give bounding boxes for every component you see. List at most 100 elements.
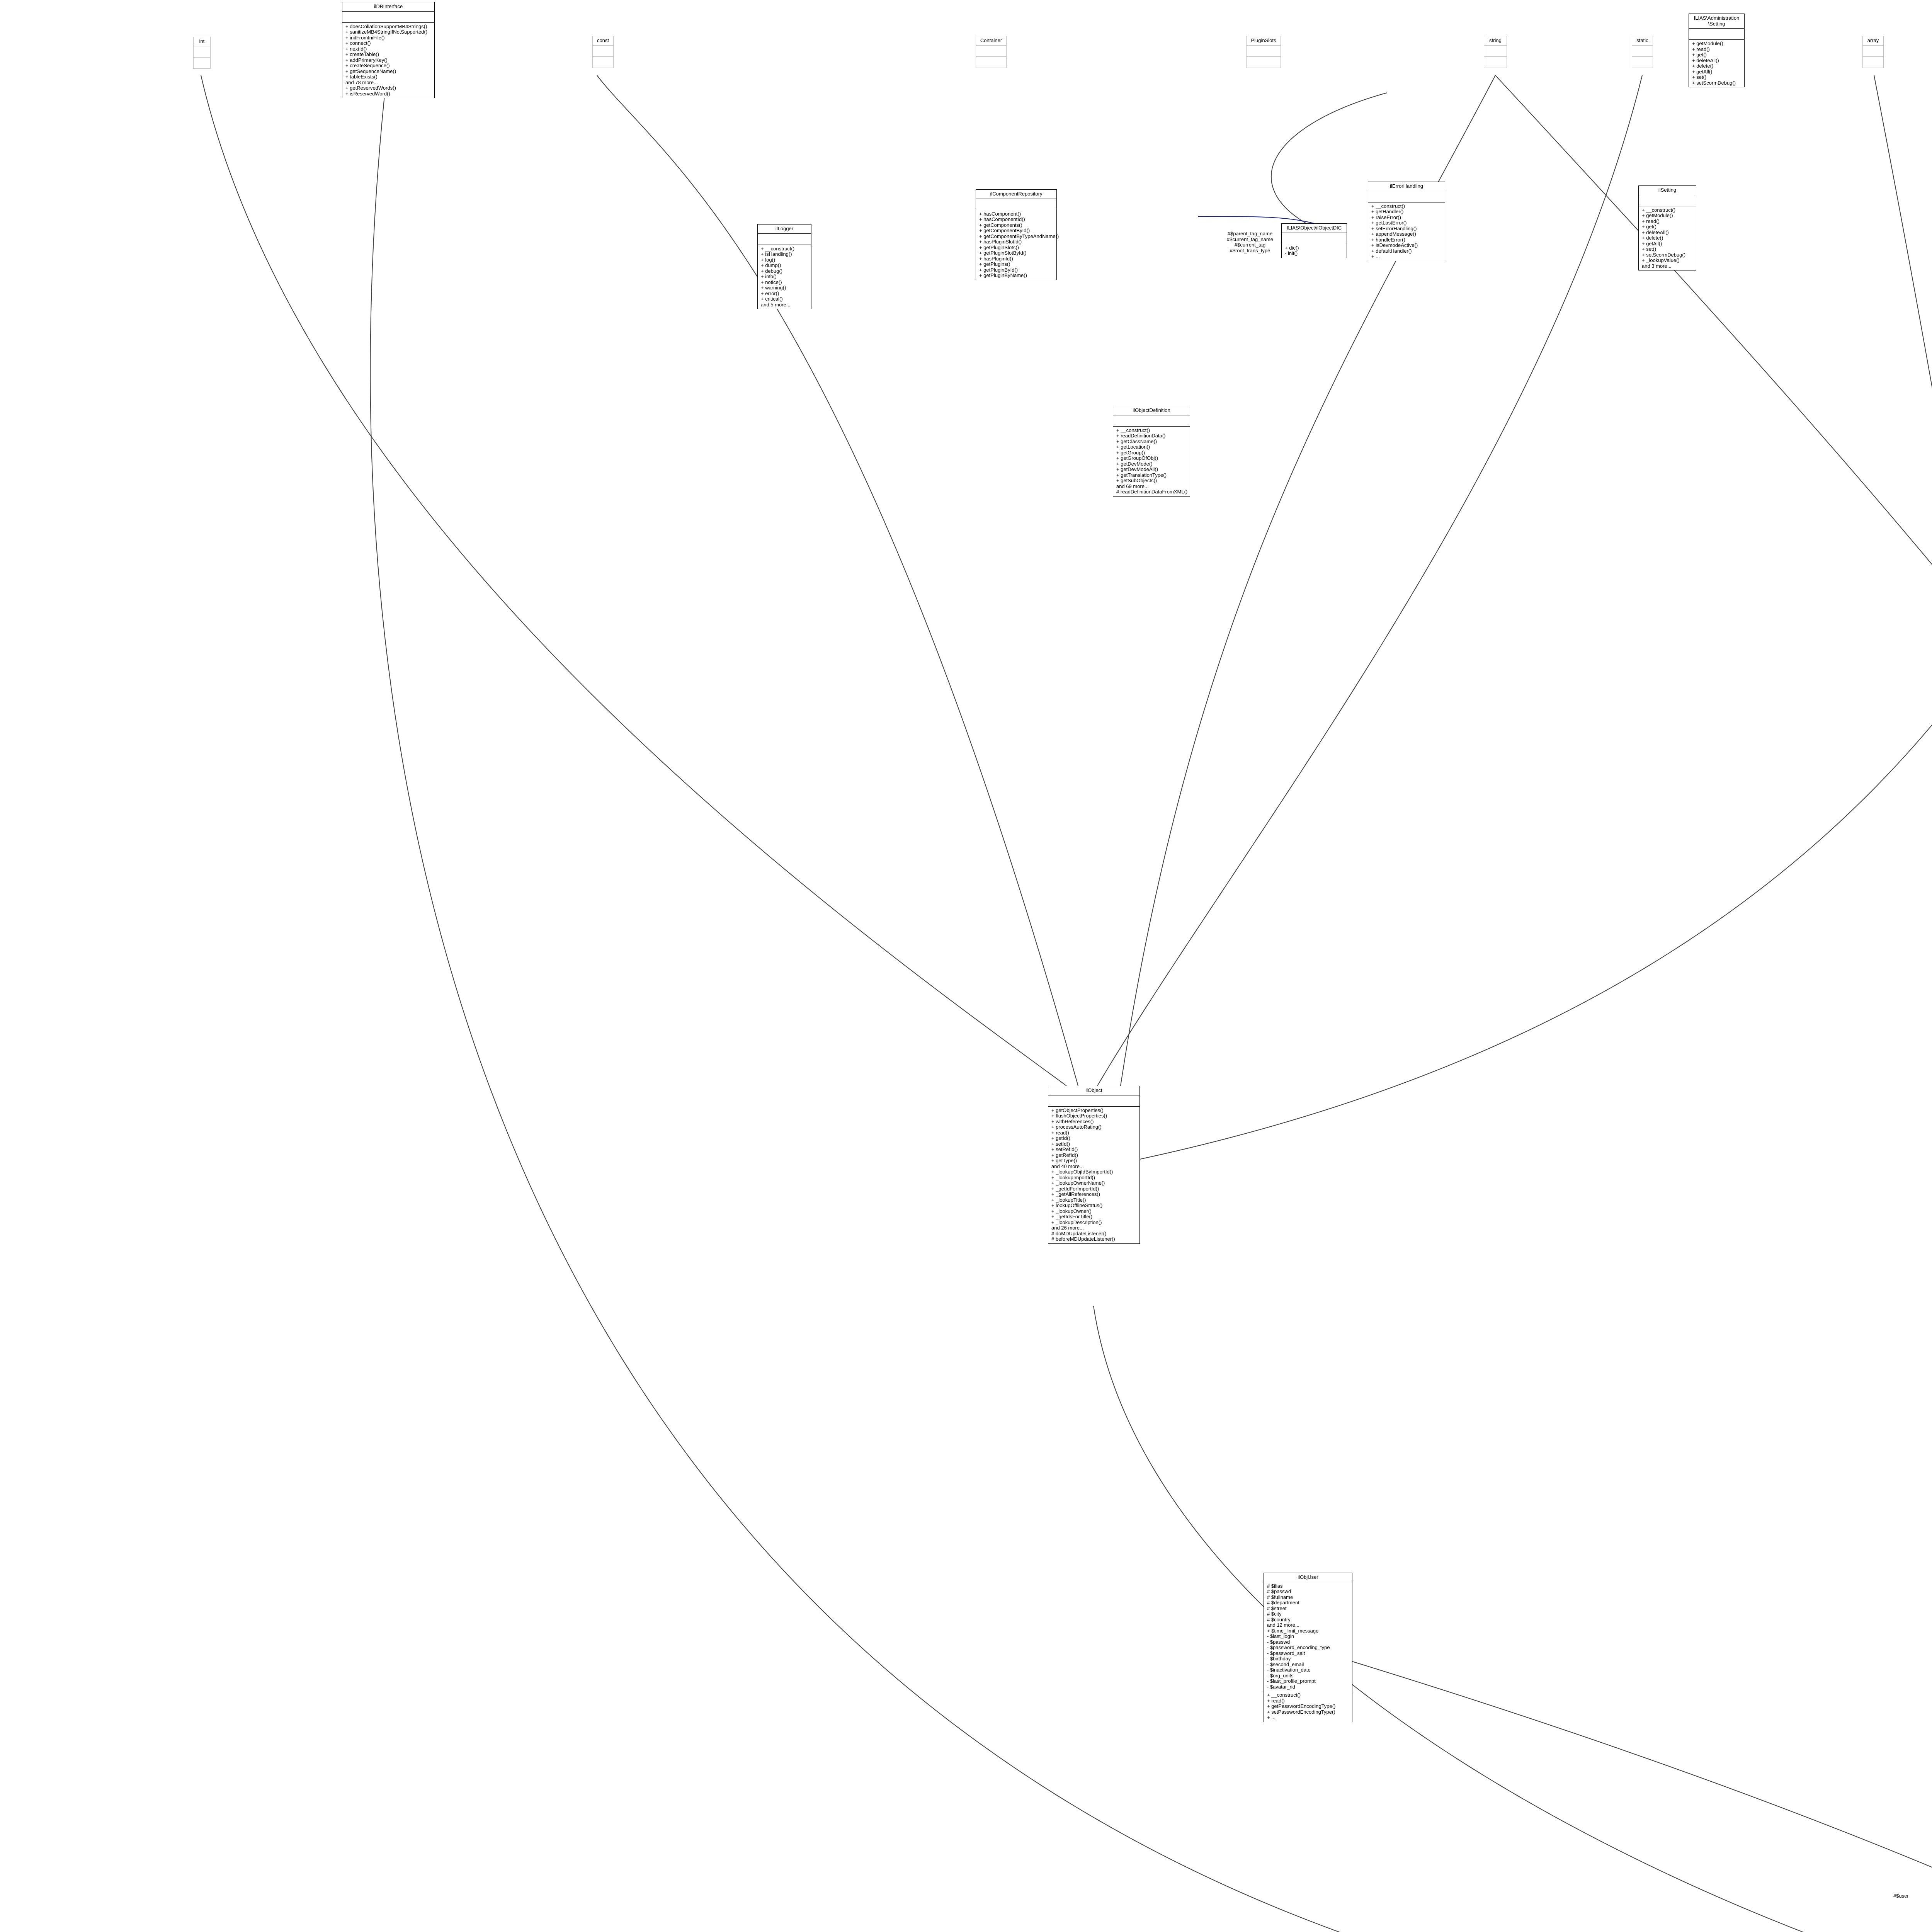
operation: + delete() [1692, 63, 1714, 69]
class-box[interactable]: ilObject+ getObjectProperties()+ flushOb… [1048, 1086, 1140, 1244]
operation: + getPluginByName() [979, 272, 1027, 278]
operation: + set() [1692, 74, 1707, 80]
class-operations: + __construct()+ readDefinitionData()+ g… [1113, 427, 1190, 496]
operation: + getClassName() [1116, 438, 1157, 444]
class-name: const [593, 36, 613, 46]
operation: + raiseError() [1371, 214, 1401, 220]
operation: + notice() [761, 279, 782, 285]
operation: + getId() [1051, 1135, 1070, 1141]
class-box[interactable]: ilObjectDefinition + __construct()+ readD… [1113, 406, 1190, 497]
attribute: - $second_email [1267, 1661, 1304, 1667]
class-box[interactable]: ilLogger+ __construct()+ isHandling()+ l… [757, 224, 811, 309]
operation: + getTranslationType() [1116, 472, 1167, 478]
class-attributes [1863, 46, 1883, 57]
operation: + debug() [761, 268, 783, 274]
operation: and 3 more... [1642, 263, 1672, 269]
operation: + nextId() [345, 46, 367, 52]
operation: + getType() [1051, 1158, 1077, 1163]
operation: + defaultHandler() [1371, 248, 1412, 254]
attribute: and 12 more... [1267, 1622, 1299, 1628]
operation: + getAll() [1642, 240, 1662, 247]
operation: + set() [1642, 246, 1656, 252]
operation: + dic() [1285, 245, 1299, 251]
operation: + isHandling() [761, 251, 792, 257]
class-box[interactable]: ilComponentRepository+ hasComponent()+ h… [976, 189, 1059, 280]
class-name: ilObjUser [1264, 1573, 1352, 1582]
operation: + sanitizeMB4StringIfNotSupported() [345, 29, 428, 35]
operation: + read() [1267, 1697, 1285, 1704]
class-name: ilSetting [1639, 186, 1696, 195]
class-name: ilObjectDefinition [1113, 406, 1190, 415]
operation: + delete() [1642, 235, 1663, 241]
operation: + _lookupOwner() [1051, 1208, 1092, 1214]
class-box[interactable]: ilErrorHandling+ __construct()+ getHandl… [1368, 182, 1445, 261]
class-name: Container [976, 36, 1006, 46]
operation: # doMDUpdateListener() [1051, 1230, 1107, 1236]
operation: + getRefId() [1051, 1152, 1078, 1158]
class-box[interactable]: ILIAS\Administration \Setting+ getModule… [1689, 14, 1745, 87]
operation: and 78 more... [345, 79, 378, 85]
operation: + _lookupTitle() [1051, 1197, 1086, 1203]
operation: + _getIdsForTitle() [1051, 1214, 1093, 1219]
operation: + read() [1642, 218, 1660, 224]
class-operations [1632, 57, 1653, 68]
operation: + info() [761, 274, 777, 279]
class-box[interactable]: const [592, 36, 614, 68]
operation: + processAutoRating() [1051, 1124, 1102, 1130]
operation: + hasPluginSlotId() [979, 239, 1022, 245]
class-name: int [194, 37, 210, 46]
operation: + getLastError() [1371, 220, 1407, 226]
operation: + setScormDebug() [1692, 80, 1736, 86]
class-box[interactable]: array [1862, 36, 1884, 68]
class-operations: + __construct()+ isHandling()+ log()+ du… [758, 245, 811, 309]
operation: + createTable() [345, 51, 379, 57]
edge-label: #$user [1893, 1893, 1909, 1899]
class-operations [194, 58, 210, 68]
class-attributes [1632, 46, 1653, 57]
attribute: - $avatar_rid [1267, 1684, 1295, 1690]
class-operations [1863, 57, 1883, 68]
operation: + isReservedWord() [345, 90, 390, 97]
operation: + get() [1642, 224, 1656, 230]
attribute: - $password_encoding_type [1267, 1645, 1330, 1650]
attribute: # $street [1267, 1605, 1287, 1611]
class-operations [1247, 57, 1281, 68]
operation: + _lookupOwnerName() [1051, 1180, 1105, 1186]
class-box[interactable]: ILIAS\Object\ilObjectDIC+ dic()- init() [1281, 223, 1347, 258]
operation: + ... [1371, 253, 1380, 259]
operation: + getReservedWords() [345, 85, 396, 91]
class-attributes [593, 46, 613, 57]
class-attributes [1048, 1095, 1139, 1107]
class-box[interactable]: Container [976, 36, 1007, 68]
operation: + _lookupValue() [1642, 257, 1680, 263]
class-box[interactable]: ilSetting + __construct()+ getModule()+ r… [1638, 185, 1696, 270]
operation: + hasComponent() [979, 211, 1021, 217]
operation: + getDevModeAll() [1116, 466, 1158, 472]
class-operations: + __construct()+ getModule()+ read()+ ge… [1639, 206, 1696, 270]
class-box[interactable]: int [193, 37, 211, 69]
operation: + getHandler() [1371, 209, 1404, 214]
class-operations: + dic()- init() [1282, 244, 1347, 258]
class-box[interactable]: static [1632, 36, 1653, 68]
operation: + isDevmodeActive() [1371, 242, 1418, 248]
attribute: # $ilias [1267, 1583, 1283, 1589]
operation: + error() [761, 290, 779, 296]
class-attributes [194, 46, 210, 58]
operation: + connect() [345, 40, 371, 46]
operation: + getModule() [1642, 213, 1673, 218]
class-box[interactable]: ilDBInterface+ doesCollationSupportMB4St… [342, 2, 435, 98]
operation: + deleteAll() [1692, 57, 1719, 63]
operation: + __construct() [1371, 203, 1405, 209]
class-attributes [1113, 415, 1190, 427]
class-name: ilObject [1048, 1086, 1139, 1095]
operation: + _lookupImportId() [1051, 1174, 1095, 1180]
class-box[interactable]: PluginSlots [1246, 36, 1281, 68]
attribute: - $org_units [1267, 1672, 1294, 1679]
class-box[interactable]: string [1484, 36, 1507, 68]
class-name: ILIAS\Administration \Setting [1689, 14, 1744, 29]
class-attributes [758, 234, 811, 245]
attribute: - $last_login [1267, 1633, 1294, 1639]
attribute: - $inactivation_date [1267, 1667, 1311, 1673]
class-box[interactable]: ilObjUser# $ilias# $passwd# $fullname# $… [1264, 1573, 1352, 1722]
